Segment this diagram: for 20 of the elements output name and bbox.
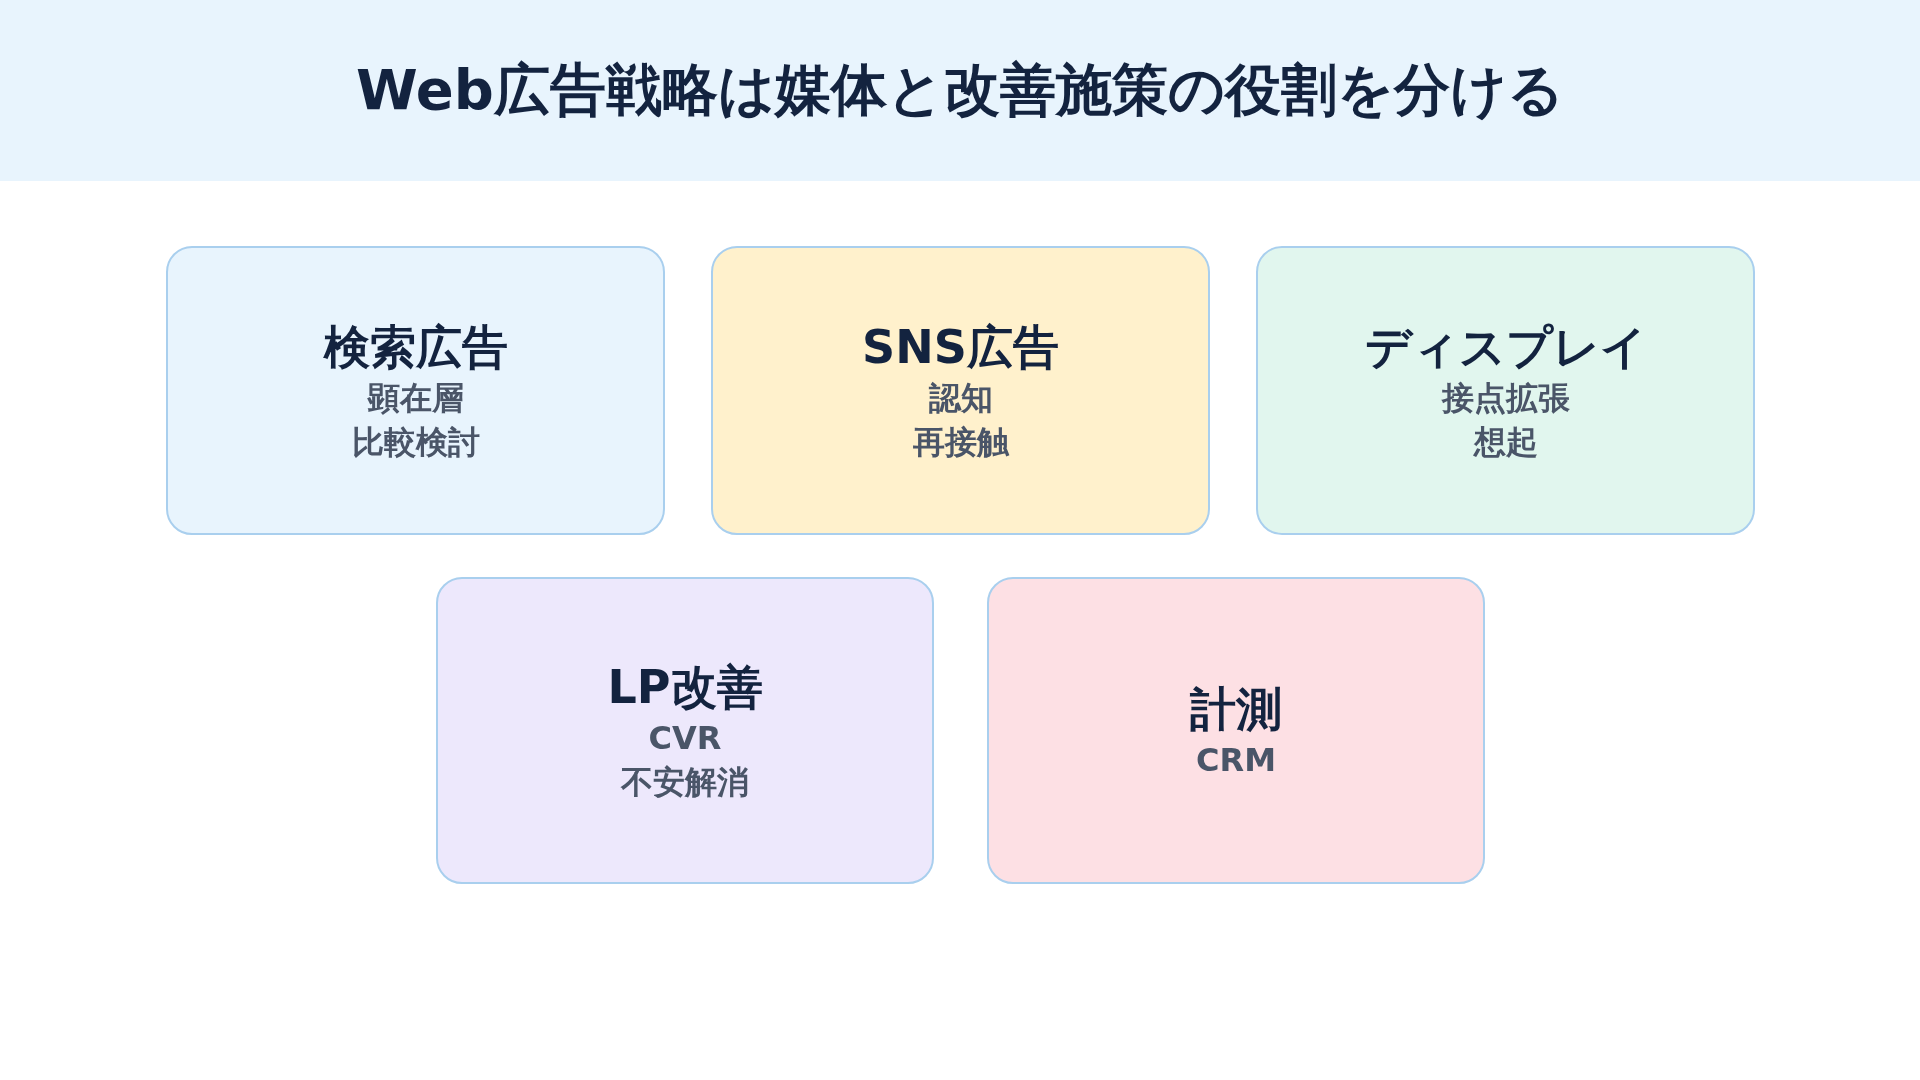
card-item: 不安解消 — [621, 761, 749, 803]
card-heading: LP改善 — [607, 658, 763, 716]
card-heading: 検索広告 — [323, 318, 508, 376]
category-card — [1256, 246, 1755, 535]
card-item: 想起 — [1473, 421, 1538, 463]
card-item: CVR — [648, 717, 722, 759]
card-item: CRM — [1196, 739, 1276, 781]
card-item: 接点拡張 — [1441, 377, 1570, 419]
title: Web広告戦略は媒体と改善施策の役割を分ける — [355, 56, 1565, 124]
category-card — [436, 577, 934, 884]
card-item: 比較検討 — [351, 421, 480, 463]
card-item: 再接触 — [912, 421, 1009, 463]
category-card — [711, 246, 1210, 535]
card-item: 認知 — [928, 377, 993, 419]
card-heading: 計測 — [1190, 680, 1282, 738]
card-item: 顕在層 — [367, 377, 464, 419]
card-heading: ディスプレイ — [1364, 318, 1647, 376]
category-card — [166, 246, 665, 535]
category-card — [987, 577, 1485, 884]
card-heading: SNS広告 — [862, 318, 1059, 376]
